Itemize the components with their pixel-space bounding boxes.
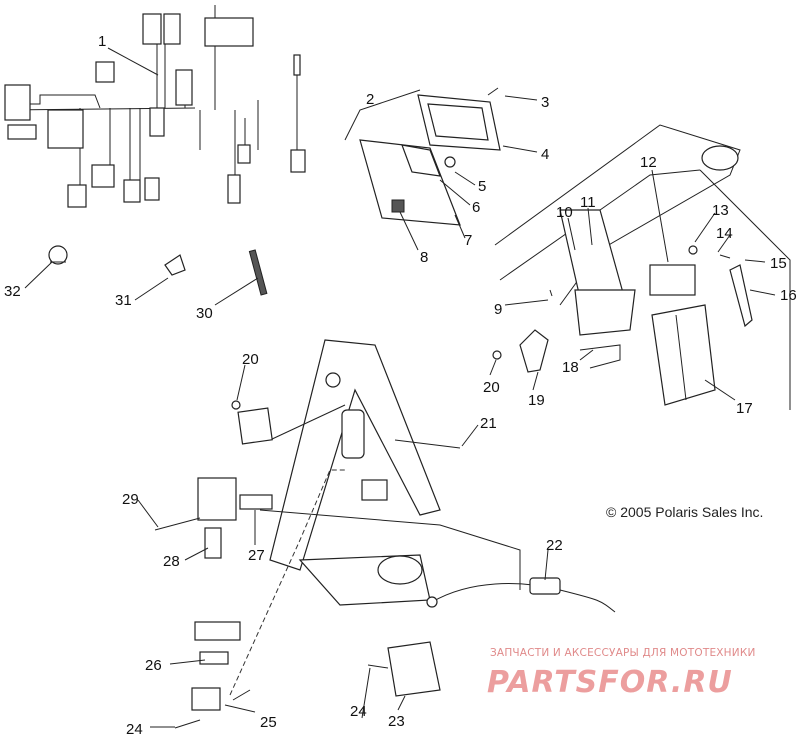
callout-27: 27 xyxy=(248,547,265,564)
callout-11: 11 xyxy=(580,194,596,211)
tail-light-assembly xyxy=(344,87,501,226)
callout-32: 32 xyxy=(4,283,21,300)
callout-15: 15 xyxy=(770,255,787,272)
watermark-tagline: ЗАПЧАСТИ И АКСЕССУАРЫ ДЛЯ МОТОТЕХНИКИ xyxy=(490,647,756,659)
callout-19: 19 xyxy=(528,392,545,409)
callout-25: 25 xyxy=(260,714,277,731)
callout-14: 14 xyxy=(716,225,733,242)
callout-22: 22 xyxy=(546,537,563,554)
callout-20b: 20 xyxy=(242,351,259,368)
callout-13: 13 xyxy=(712,202,729,219)
callout-18: 18 xyxy=(562,359,579,376)
callout-3: 3 xyxy=(541,94,549,111)
callout-6: 6 xyxy=(472,199,480,216)
callout-4: 4 xyxy=(541,146,549,163)
callout-24b: 24 xyxy=(126,721,143,738)
watermark: ЗАПЧАСТИ И АКСЕССУАРЫ ДЛЯ МОТОТЕХНИКИ PA… xyxy=(487,647,756,700)
callout-26: 26 xyxy=(145,657,162,674)
small-parts-left xyxy=(48,245,268,296)
frame-upright xyxy=(154,339,521,729)
callout-2: 2 xyxy=(366,91,374,108)
callout-30: 30 xyxy=(196,305,213,322)
watermark-brand: PARTSFOR.RU xyxy=(487,665,733,700)
callout-20a: 20 xyxy=(483,379,500,396)
leader-lines xyxy=(24,47,776,728)
frame-battery-area xyxy=(492,124,791,410)
callout-7: 7 xyxy=(464,232,472,249)
callout-10: 10 xyxy=(556,204,573,221)
callout-23: 23 xyxy=(388,713,405,730)
callout-labels: 1 2 3 4 5 6 7 8 9 10 11 12 13 14 15 16 1… xyxy=(4,33,797,738)
callout-24a: 24 xyxy=(350,703,367,720)
ground-cable-and-module xyxy=(367,577,616,697)
callout-9: 9 xyxy=(494,301,502,318)
callout-21: 21 xyxy=(480,415,497,432)
callout-31: 31 xyxy=(115,292,132,309)
callout-17: 17 xyxy=(736,400,753,417)
callout-28: 28 xyxy=(163,553,180,570)
wiring-harness xyxy=(4,5,306,208)
callout-12: 12 xyxy=(640,154,657,171)
callout-29: 29 xyxy=(122,491,139,508)
callout-8: 8 xyxy=(420,249,428,266)
copyright-notice: © 2005 Polaris Sales Inc. xyxy=(606,504,763,520)
callout-1: 1 xyxy=(98,33,106,50)
callout-16: 16 xyxy=(780,287,797,304)
callout-5: 5 xyxy=(478,178,486,195)
